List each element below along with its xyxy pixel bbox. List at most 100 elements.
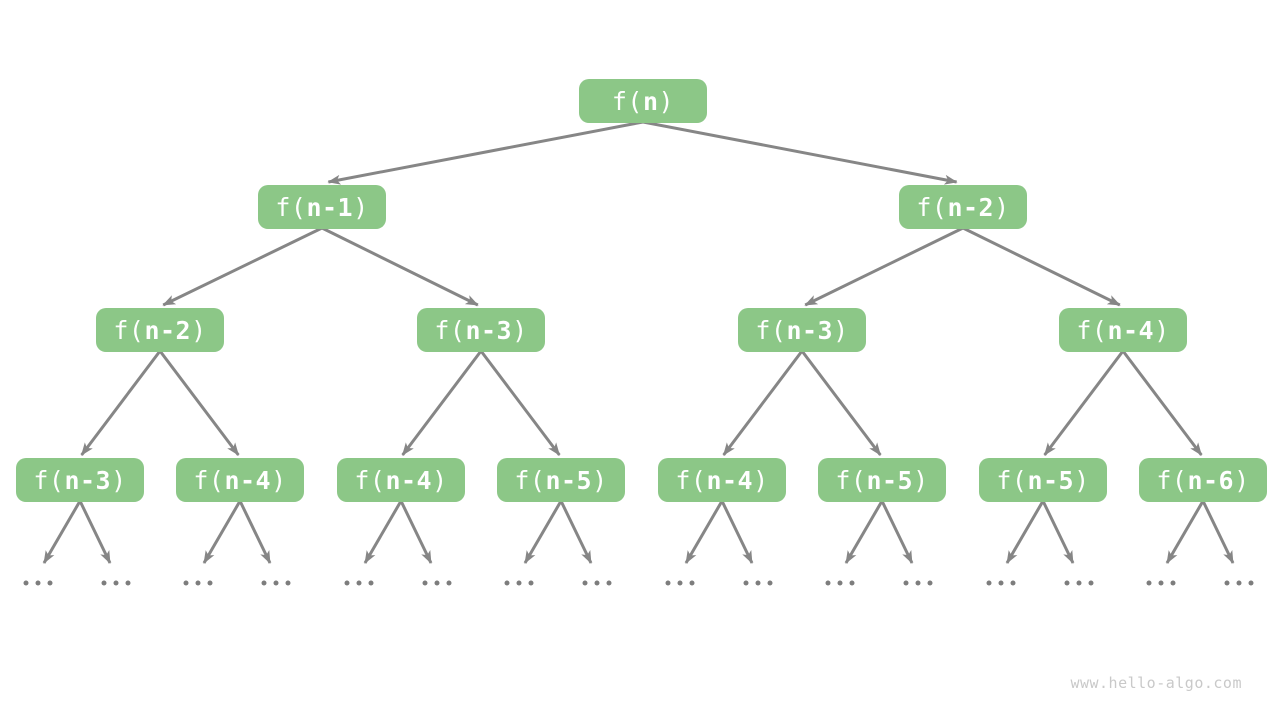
ellipsis-dot — [665, 580, 671, 586]
ellipsis — [582, 580, 612, 586]
node-label-prefix: f( — [675, 465, 707, 495]
tree-node-n7: f(n-3) — [16, 458, 144, 502]
leaf-edge-arrow — [1165, 500, 1205, 564]
node-label-suffix: ) — [994, 192, 1010, 222]
node-label-bold: n-4 — [385, 465, 433, 495]
node-label-prefix: f( — [275, 192, 307, 222]
node-label-prefix: f( — [514, 465, 546, 495]
node-label-bold: n-3 — [786, 315, 834, 345]
ellipsis-dot — [1224, 580, 1230, 586]
leaf-edge-arrow — [523, 500, 563, 564]
leaf-edge-arrow — [42, 500, 82, 564]
ellipsis-dot — [23, 580, 29, 586]
edge-arrow — [1121, 350, 1203, 456]
ellipsis-dot — [101, 580, 107, 586]
tree-node-n3: f(n-2) — [96, 308, 224, 352]
ellipsis — [101, 580, 131, 586]
ellipsis-dot — [261, 580, 267, 586]
tree-node-n13: f(n-5) — [979, 458, 1107, 502]
ellipsis-dot — [207, 580, 213, 586]
edge-arrow — [1043, 350, 1125, 456]
edge-arrow — [642, 120, 958, 185]
ellipsis-dot — [285, 580, 291, 586]
ellipsis-dot — [434, 580, 440, 586]
ellipsis — [665, 580, 695, 586]
edge-arrow — [962, 226, 1121, 307]
node-label-suffix: ) — [191, 315, 207, 345]
node-label-bold: n-6 — [1187, 465, 1235, 495]
node-label-prefix: f( — [611, 86, 643, 116]
node-label-prefix: f( — [1156, 465, 1188, 495]
node-label-bold: n-2 — [144, 315, 192, 345]
node-label-bold: n-4 — [1107, 315, 1155, 345]
tree-node-n10: f(n-5) — [497, 458, 625, 502]
ellipsis-dot — [1088, 580, 1094, 586]
ellipsis — [1064, 580, 1094, 586]
ellipsis-dot — [767, 580, 773, 586]
tree-node-n11: f(n-4) — [658, 458, 786, 502]
node-label-prefix: f( — [193, 465, 225, 495]
ellipsis-dot — [356, 580, 362, 586]
node-label-bold: n-5 — [866, 465, 914, 495]
leaf-edge-arrow — [1041, 500, 1075, 564]
edge-arrow — [804, 226, 964, 307]
node-label-suffix: ) — [1154, 315, 1170, 345]
ellipsis-dot — [1170, 580, 1176, 586]
ellipsis-dot — [582, 580, 588, 586]
ellipsis — [1146, 580, 1176, 586]
leaf-edge-arrow — [559, 500, 593, 564]
node-label-bold: n-2 — [947, 192, 995, 222]
ellipsis-dot — [903, 580, 909, 586]
ellipsis-dot — [183, 580, 189, 586]
tree-node-n8: f(n-4) — [176, 458, 304, 502]
ellipsis-dot — [113, 580, 119, 586]
ellipsis — [743, 580, 773, 586]
edge-arrow — [479, 350, 561, 456]
ellipsis-dot — [1236, 580, 1242, 586]
node-label-bold: n — [642, 86, 659, 116]
node-label-prefix: f( — [113, 315, 145, 345]
leaf-edge-arrow — [844, 500, 884, 564]
ellipsis-dot — [594, 580, 600, 586]
edge-arrow — [800, 350, 882, 456]
ellipsis-dot — [986, 580, 992, 586]
node-label-bold: n-5 — [545, 465, 593, 495]
node-label-prefix: f( — [755, 315, 787, 345]
ellipsis-dot — [915, 580, 921, 586]
node-label-bold: n-5 — [1027, 465, 1075, 495]
node-label-suffix: ) — [753, 465, 769, 495]
tree-node-n14: f(n-6) — [1139, 458, 1267, 502]
leaf-edge-arrow — [238, 500, 272, 564]
node-label-bold: n-4 — [706, 465, 754, 495]
node-label-suffix: ) — [512, 315, 528, 345]
ellipsis-dot — [368, 580, 374, 586]
edge-arrow — [327, 120, 644, 185]
ellipsis — [183, 580, 213, 586]
ellipsis-dot — [35, 580, 41, 586]
node-label-prefix: f( — [354, 465, 386, 495]
node-label-bold: n-3 — [64, 465, 112, 495]
leaf-edge-arrow — [363, 500, 403, 564]
leaf-edge-arrow — [78, 500, 112, 564]
node-label-prefix: f( — [1076, 315, 1108, 345]
ellipsis-dot — [825, 580, 831, 586]
node-label-prefix: f( — [33, 465, 65, 495]
edge-arrow — [722, 350, 804, 456]
ellipsis-dot — [1076, 580, 1082, 586]
node-label-suffix: ) — [833, 315, 849, 345]
node-label-prefix: f( — [835, 465, 867, 495]
ellipsis-dot — [504, 580, 510, 586]
leaf-edge-arrow — [202, 500, 242, 564]
ellipsis-dot — [446, 580, 452, 586]
edge-arrow — [162, 226, 323, 307]
node-label-suffix: ) — [432, 465, 448, 495]
ellipsis-dot — [998, 580, 1004, 586]
node-label-prefix: f( — [916, 192, 948, 222]
tree-node-n9: f(n-4) — [337, 458, 465, 502]
node-label-bold: n-3 — [465, 315, 513, 345]
leaf-edge-arrow — [720, 500, 754, 564]
node-label-bold: n-1 — [306, 192, 354, 222]
ellipsis — [422, 580, 452, 586]
ellipsis-dot — [528, 580, 534, 586]
